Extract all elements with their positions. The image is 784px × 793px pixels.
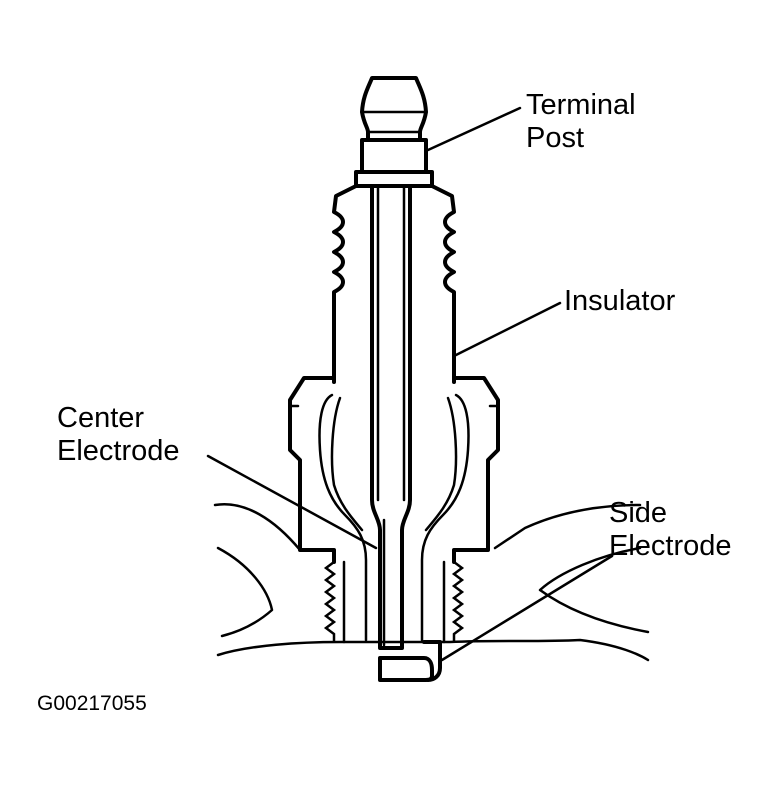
leader-insulator xyxy=(452,301,562,358)
side-electrode-label-line1: Side xyxy=(609,497,668,529)
center-electrode-label-line1: Center xyxy=(57,402,145,434)
center-electrode-label: Center Electrode xyxy=(57,402,180,468)
leader-lines xyxy=(206,106,614,662)
side-electrode-label: Side Electrode xyxy=(609,497,732,563)
insulator-label: Insulator xyxy=(564,285,676,317)
leader-side-electrode xyxy=(440,554,614,662)
side-electrode xyxy=(378,640,442,682)
terminal-post-label-line2: Post xyxy=(526,122,585,154)
figure-id: G00217055 xyxy=(37,692,147,715)
terminal-post-label: Terminal Post xyxy=(526,89,636,155)
leader-center-electrode xyxy=(206,454,378,550)
center-electrode-label-line2: Electrode xyxy=(57,435,180,467)
terminal-post xyxy=(354,76,434,188)
threads xyxy=(323,560,465,644)
center-electrode xyxy=(370,184,412,650)
terminal-post-label-line1: Terminal xyxy=(526,89,636,121)
side-electrode-label-line2: Electrode xyxy=(609,530,732,562)
insulator-body xyxy=(332,184,456,384)
metal-shell xyxy=(288,376,500,642)
leader-terminal-post xyxy=(426,106,522,152)
cylinder-head xyxy=(213,502,650,662)
